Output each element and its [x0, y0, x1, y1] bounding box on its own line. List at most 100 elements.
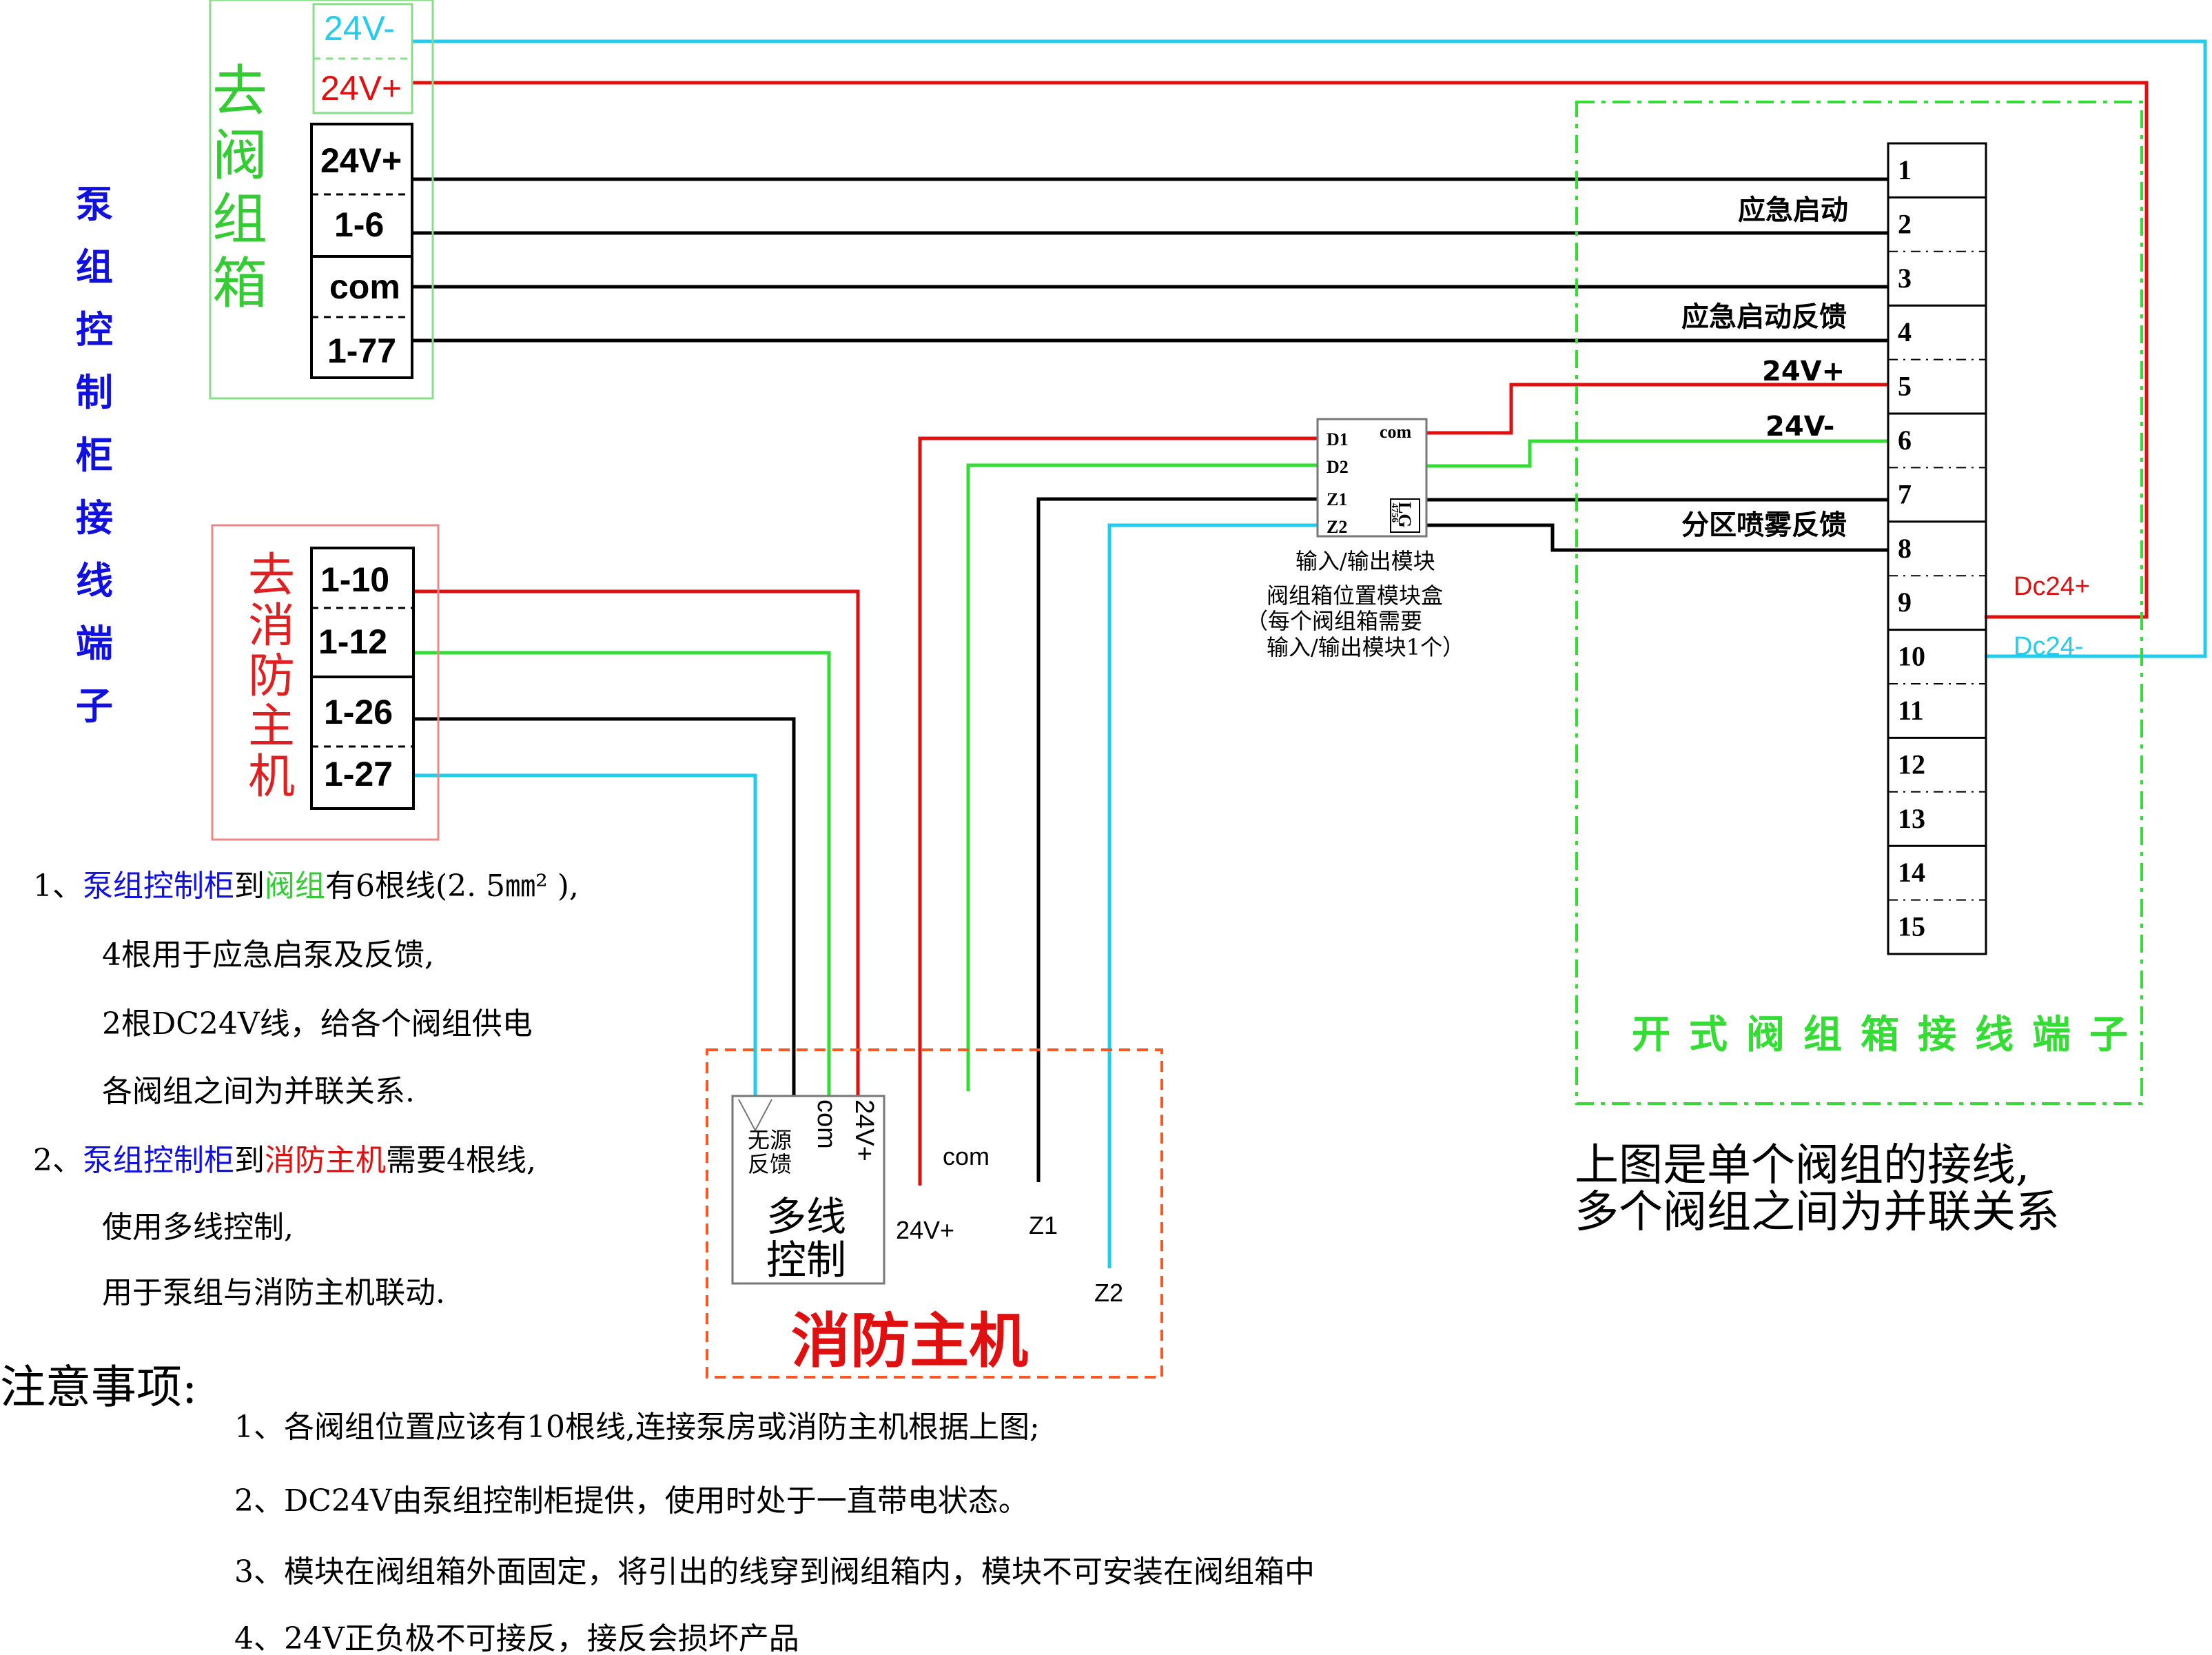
- to-valve-box-char: 组: [212, 187, 267, 252]
- pump-cabinet-char: 柜: [76, 434, 113, 477]
- pump-cabinet-char: 组: [76, 245, 113, 289]
- module-box-line-1: 阀组箱位置模块盒: [1267, 582, 1443, 609]
- multiline-control-line-1: 多线: [766, 1193, 846, 1240]
- terminal-number: 12: [1898, 749, 1925, 780]
- note-1-line-1: 4根用于应急启泵及反馈,: [102, 937, 434, 973]
- valve-box-title-char: 接: [1918, 1013, 1956, 1057]
- to-valve-box-frame: [209, 0, 434, 400]
- caption-right-line-1: 上图是单个阀组的接线,: [1575, 1140, 2029, 1191]
- wire-24v-minus: [412, 39, 2207, 658]
- multiline-control-box: [731, 1095, 885, 1285]
- note-2-line-1: 使用多线控制,: [102, 1210, 294, 1245]
- multiline-control-line-2: 控制: [766, 1237, 846, 1283]
- valve-box-title-char: 式: [1689, 1013, 1728, 1057]
- note-1-to: 到: [234, 869, 265, 904]
- pump-cabinet-char: 端: [76, 622, 113, 665]
- terminal-1-10: 1-10: [320, 560, 389, 599]
- to-fire-host-char: 防: [248, 649, 295, 704]
- pump-cabinet-char: 子: [76, 684, 113, 728]
- valve-box-title-char: 线: [1975, 1013, 2014, 1057]
- terminal-1-26: 1-26: [324, 693, 393, 731]
- terminal-1-12: 1-12: [318, 622, 387, 661]
- module-box-line-3: 输入/输出模块1个）: [1267, 634, 1464, 660]
- note-1-line-3: 各阀组之间为并联关系.: [102, 1074, 415, 1109]
- wire-module-24v-plus: [1426, 383, 1888, 435]
- pump-cabinet-char: 泵: [76, 183, 113, 226]
- wire-1-10: [413, 589, 860, 1096]
- label-24v-minus: 24V-: [1765, 411, 1834, 443]
- terminal-number: 7: [1898, 478, 1912, 509]
- note-2-line-2: 用于泵组与消防主机联动.: [102, 1275, 445, 1310]
- wire-1-12: [413, 651, 831, 1096]
- terminal-number: 14: [1898, 857, 1925, 888]
- to-fire-host-char: 消: [248, 599, 295, 653]
- caption-right-line-2: 多个阀组之间为并联关系: [1575, 1187, 2060, 1238]
- pin-d1: D1: [1327, 429, 1349, 449]
- to-fire-host-char: 去: [248, 549, 295, 603]
- note-1-line-2: 2根DC24V线，给各个阀组供电: [102, 1006, 533, 1042]
- note-2-to: 到: [234, 1143, 265, 1178]
- wires: [412, 39, 2207, 1268]
- pin-d2: D2: [1327, 457, 1349, 477]
- module-model: 4756: [1389, 503, 1400, 522]
- module-chip: [1390, 498, 1420, 533]
- pin-z1: Z1: [1327, 489, 1347, 509]
- label-dc24-plus: Dc24+: [2014, 572, 2090, 601]
- host-label-24v: 24V+: [896, 1216, 954, 1244]
- module-box-line-2: （每个阀组箱需要: [1246, 608, 1422, 634]
- terminal-1-27: 1-27: [324, 755, 393, 793]
- terminal-number: 1: [1898, 154, 1912, 185]
- note-2-rest: 需要4根线,: [386, 1143, 536, 1178]
- wire-host-com: [966, 463, 1322, 1091]
- label-zone-spray-feedback: 分区喷雾反馈: [1681, 509, 1847, 541]
- wire-host-z2: [1107, 523, 1322, 1268]
- to-fire-host-frame: [211, 524, 440, 841]
- to-valve-box-char: 箱: [212, 252, 267, 316]
- attention-item-3: 3、模块在阀组箱外面固定，将引出的线穿到阀组箱内，模块不可安装在阀组箱中: [234, 1554, 1315, 1590]
- terminal-number: 6: [1898, 425, 1912, 456]
- label-24v-plus: 24V+: [1762, 356, 1845, 387]
- terminal-number: 2: [1898, 208, 1912, 239]
- terminal-number: 3: [1898, 263, 1912, 294]
- pump-cabinet-char: 制: [76, 371, 113, 414]
- wire-1-26: [413, 717, 796, 1096]
- to-fire-host-char: 主: [248, 700, 295, 754]
- wire-host-24v: [918, 436, 1322, 1186]
- label-emergency-start: 应急启动: [1738, 194, 1848, 226]
- host-label-com: com: [943, 1142, 990, 1170]
- host-label-z1: Z1: [1029, 1211, 1058, 1239]
- wire-1-27: [413, 773, 757, 1096]
- valve-box-title-char: 阀: [1746, 1013, 1785, 1057]
- terminal-number: 15: [1898, 911, 1925, 942]
- note-2-pump: 泵组控制柜: [83, 1143, 234, 1178]
- host-label-z2: Z2: [1094, 1279, 1123, 1307]
- terminal-number: 4: [1898, 316, 1912, 347]
- valve-box-title: 开式阀组箱接线端子: [1632, 1013, 2128, 1057]
- module-brand: LG: [1395, 502, 1415, 528]
- terminal-24v-plus: 24V+: [320, 141, 402, 180]
- terminal-24v-plus-power: 24V+: [320, 69, 402, 108]
- pin-com: com: [1380, 422, 1412, 442]
- label-emergency-feedback: 应急启动反馈: [1681, 301, 1847, 333]
- passive-feedback-line-2: 反馈: [748, 1151, 792, 1177]
- to-fire-host-char: 机: [248, 750, 295, 804]
- wire-24v-plus: [412, 81, 2149, 619]
- valve-box-title-char: 组: [1803, 1013, 1842, 1057]
- io-module-caption: 输入/输出模块: [1296, 548, 1435, 574]
- terminal-com: com: [329, 267, 400, 306]
- note-2-prefix: 2、: [33, 1143, 83, 1178]
- terminal-1-6: 1-6: [334, 205, 384, 244]
- signal-terminal-block: [310, 123, 413, 379]
- valve-box-title-char: 开: [1632, 1013, 1670, 1057]
- terminal-number: 13: [1898, 803, 1925, 834]
- note-1-valve: 阀组: [265, 869, 325, 904]
- terminal-number: 11: [1898, 695, 1924, 726]
- wire-module-24v-minus: [1426, 439, 1888, 468]
- terminal-strip-frame: [1887, 142, 1987, 955]
- terminal-number: 9: [1898, 587, 1912, 618]
